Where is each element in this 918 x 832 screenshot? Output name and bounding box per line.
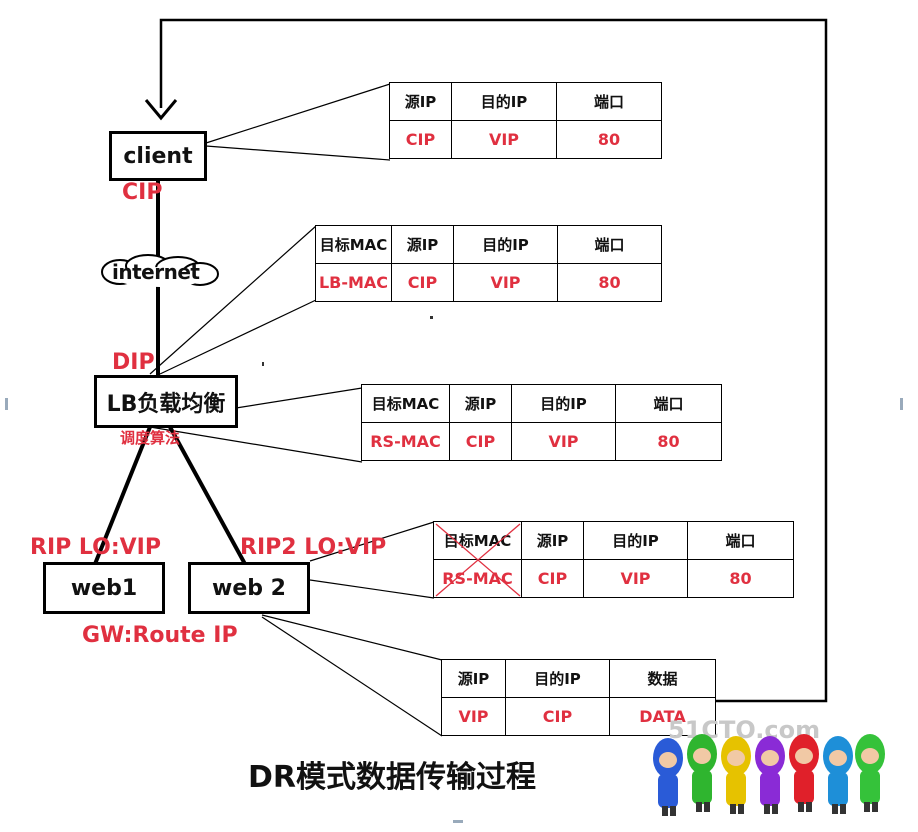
watermark-logo: 51CTO.com — [653, 716, 885, 816]
header-cell: 源IP — [391, 225, 454, 264]
edge-mark — [900, 398, 903, 410]
header-cell: 目的IP — [453, 225, 558, 264]
value-cell: VIP — [451, 120, 557, 159]
value-cell: LB-MAC — [315, 263, 392, 302]
value-cell: CIP — [391, 263, 454, 302]
header-cell: 端口 — [556, 82, 662, 121]
value-cell: VIP — [453, 263, 558, 302]
cip-label: CIP — [122, 180, 163, 205]
header-cell: 目标MAC — [315, 225, 392, 264]
packet-table-web2-in: 目标MAC 源IP 目的IP 端口 RS-MAC CIP VIP 80 — [433, 521, 794, 598]
speck — [430, 316, 433, 319]
value-cell: CIP — [449, 422, 512, 461]
lb-label: LB负载均衡 — [106, 391, 226, 417]
value-cell: 80 — [557, 263, 662, 302]
value-cell: DATA — [609, 697, 716, 736]
callout-lb-1 — [235, 387, 363, 409]
header-cell: 数据 — [609, 659, 716, 698]
header-cell: 目标MAC — [361, 384, 450, 423]
header-cell: 源IP — [441, 659, 506, 698]
internet-label: internet — [112, 260, 200, 284]
diagram-title: DR模式数据传输过程 — [248, 760, 537, 795]
mascot-figures-icon — [653, 734, 885, 816]
callout-web2-1 — [309, 521, 435, 562]
value-cell: VIP — [511, 422, 616, 461]
header-cell: 端口 — [615, 384, 722, 423]
crossed-out-mark — [435, 523, 521, 597]
callout-web2-4 — [261, 616, 443, 737]
gw-label: GW:Route IP — [82, 623, 238, 648]
header-cell: 源IP — [449, 384, 512, 423]
edge-mark — [5, 398, 8, 410]
value-cell: CIP — [521, 559, 584, 598]
callout-dip-2 — [159, 299, 317, 375]
edge-mark — [453, 820, 463, 823]
return-path-line — [159, 18, 828, 703]
rip2-label: RIP2 LO:VIP — [240, 535, 387, 560]
packet-table-web2-out: 源IP 目的IP 数据 VIP CIP DATA — [441, 659, 716, 736]
callout-web2-2 — [309, 579, 435, 599]
value-cell: CIP — [505, 697, 610, 736]
header-cell: 目的IP — [451, 82, 557, 121]
callout-web2-3 — [261, 614, 443, 661]
dip-label: DIP — [112, 350, 155, 375]
value-cell: CIP — [389, 120, 452, 159]
lb-web2-line — [168, 426, 247, 565]
value-cell: RS-MAC — [361, 422, 450, 461]
lb-node: LB负载均衡 — [94, 375, 238, 428]
value-cell: 80 — [556, 120, 662, 159]
scheduler-label: 调度算法 — [120, 429, 181, 447]
packet-table-lb-out: 目标MAC 源IP 目的IP 端口 RS-MAC CIP VIP 80 — [361, 384, 722, 461]
value-cell: 80 — [687, 559, 794, 598]
cloud-icon — [101, 254, 219, 287]
packet-table-lb-in: 目标MAC 源IP 目的IP 端口 LB-MAC CIP VIP 80 — [315, 225, 662, 302]
speck — [262, 362, 264, 366]
callout-dip-1 — [149, 225, 317, 375]
callout-client-2 — [205, 145, 391, 161]
header-cell: 目的IP — [505, 659, 610, 698]
header-cell: 目的IP — [583, 521, 688, 560]
packet-table-client: 源IP 目的IP 端口 CIP VIP 80 — [389, 82, 662, 159]
lb-web1-line — [93, 426, 152, 565]
value-cell: VIP — [441, 697, 506, 736]
header-cell: 源IP — [389, 82, 452, 121]
web2-label: web 2 — [212, 575, 286, 601]
header-cell: 源IP — [521, 521, 584, 560]
callout-lb-2 — [149, 426, 363, 463]
header-cell: 目标MAC — [433, 521, 522, 560]
header-cell: 目的IP — [511, 384, 616, 423]
web2-node: web 2 — [188, 562, 310, 614]
web1-node: web1 — [43, 562, 165, 614]
web1-label: web1 — [70, 575, 138, 601]
client-node: client — [109, 131, 207, 181]
return-arrow-icon — [144, 99, 178, 121]
header-cell: 端口 — [557, 225, 662, 264]
rip1-label: RIP LO:VIP — [30, 535, 161, 560]
value-cell: 80 — [615, 422, 722, 461]
callout-client-1 — [205, 83, 391, 144]
header-cell: 端口 — [687, 521, 794, 560]
client-label: client — [123, 143, 193, 169]
value-cell: RS-MAC — [433, 559, 522, 598]
value-cell: VIP — [583, 559, 688, 598]
